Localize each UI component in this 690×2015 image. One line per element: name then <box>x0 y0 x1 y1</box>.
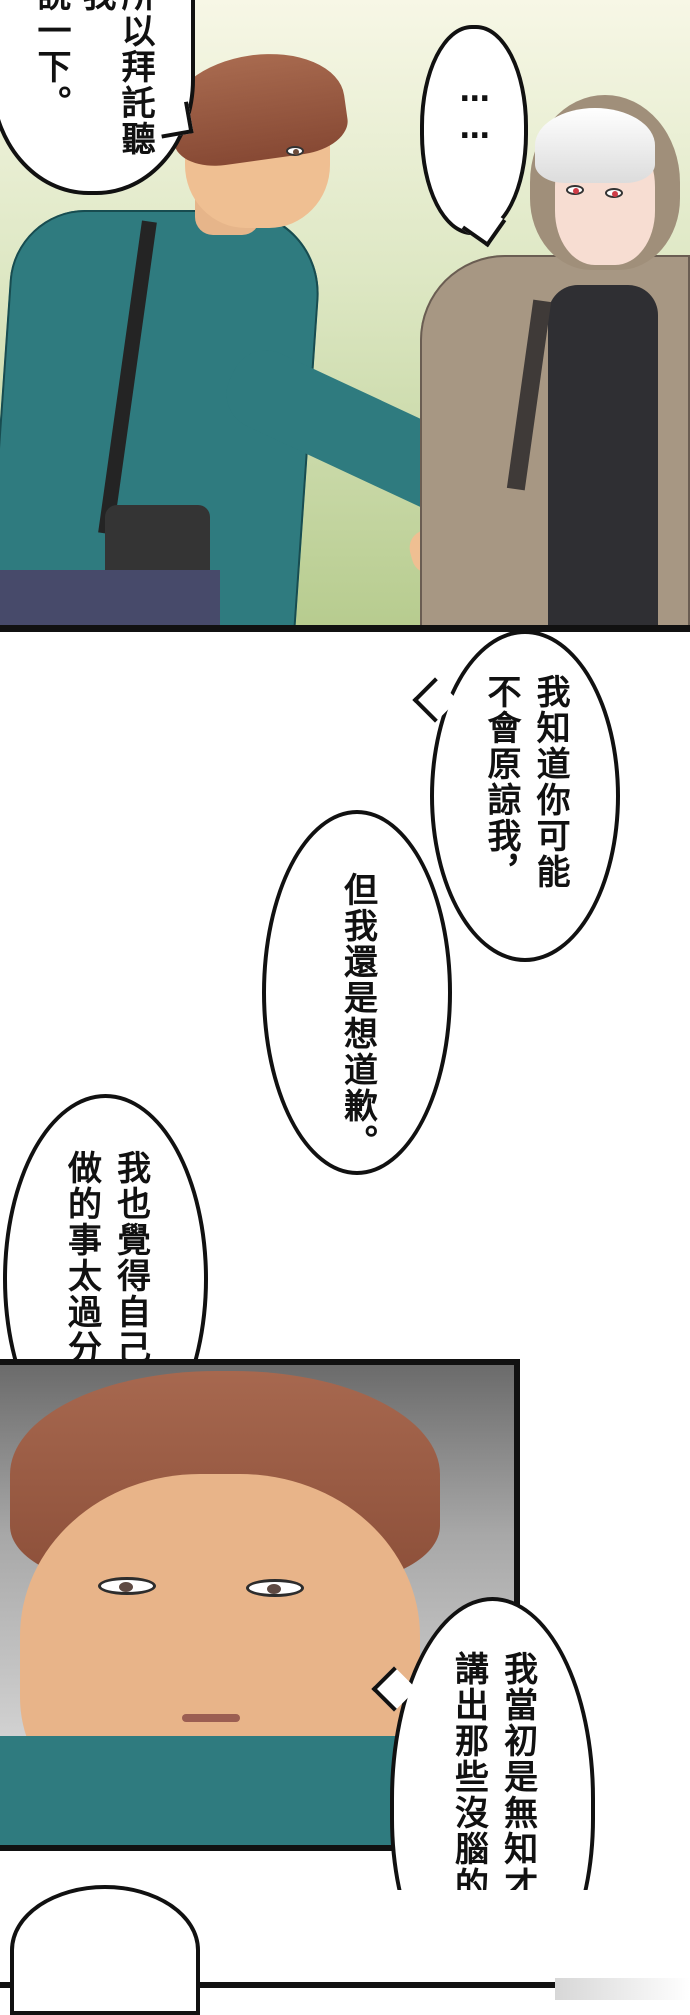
speech-column: 不會原諒我， <box>481 674 521 890</box>
speech-bubble-apology-2: 但我還是想道歉。 <box>262 810 452 1175</box>
speech-column: 所以拜託聽我 <box>76 0 156 157</box>
closeup-mouth <box>182 1714 240 1722</box>
panel-conversation-wide: 所以拜託聽我 說一下。 …… <box>0 0 690 632</box>
right-character-hair <box>535 108 655 183</box>
speech-bubble-apology-1: 我知道你可能 不會原諒我， <box>430 630 620 962</box>
panel-bottom-border <box>0 1982 690 1988</box>
panel-bottom-art <box>555 1978 690 2000</box>
speech-bubble-bottom-left <box>10 1885 200 2015</box>
speech-text-top-left: 所以拜託聽我 說一下。 <box>0 0 191 191</box>
right-character-shirt <box>548 285 658 625</box>
speech-text-apology-1: 我知道你可能 不會原諒我， <box>434 634 616 958</box>
panel-closeup <box>0 1359 520 1851</box>
speech-bubble-ellipsis: …… <box>420 25 528 235</box>
left-character-eye <box>286 146 304 156</box>
speech-text-ellipsis: …… <box>424 29 524 231</box>
right-character-right-eye <box>605 188 623 198</box>
speech-text-apology-2: 但我還是想道歉。 <box>266 814 448 1171</box>
closeup-right-eye <box>246 1579 304 1597</box>
speech-column: 但我還是想道歉。 <box>337 872 378 1160</box>
speech-column: 說一下。 <box>30 0 71 121</box>
closeup-left-eye <box>98 1577 156 1595</box>
right-character-left-eye <box>566 185 584 195</box>
speech-column: …… <box>457 74 493 148</box>
left-character-pants <box>0 570 220 625</box>
speech-column: 我知道你可能 <box>530 674 571 890</box>
speech-bubble-top-left: 所以拜託聽我 說一下。 <box>0 0 195 195</box>
